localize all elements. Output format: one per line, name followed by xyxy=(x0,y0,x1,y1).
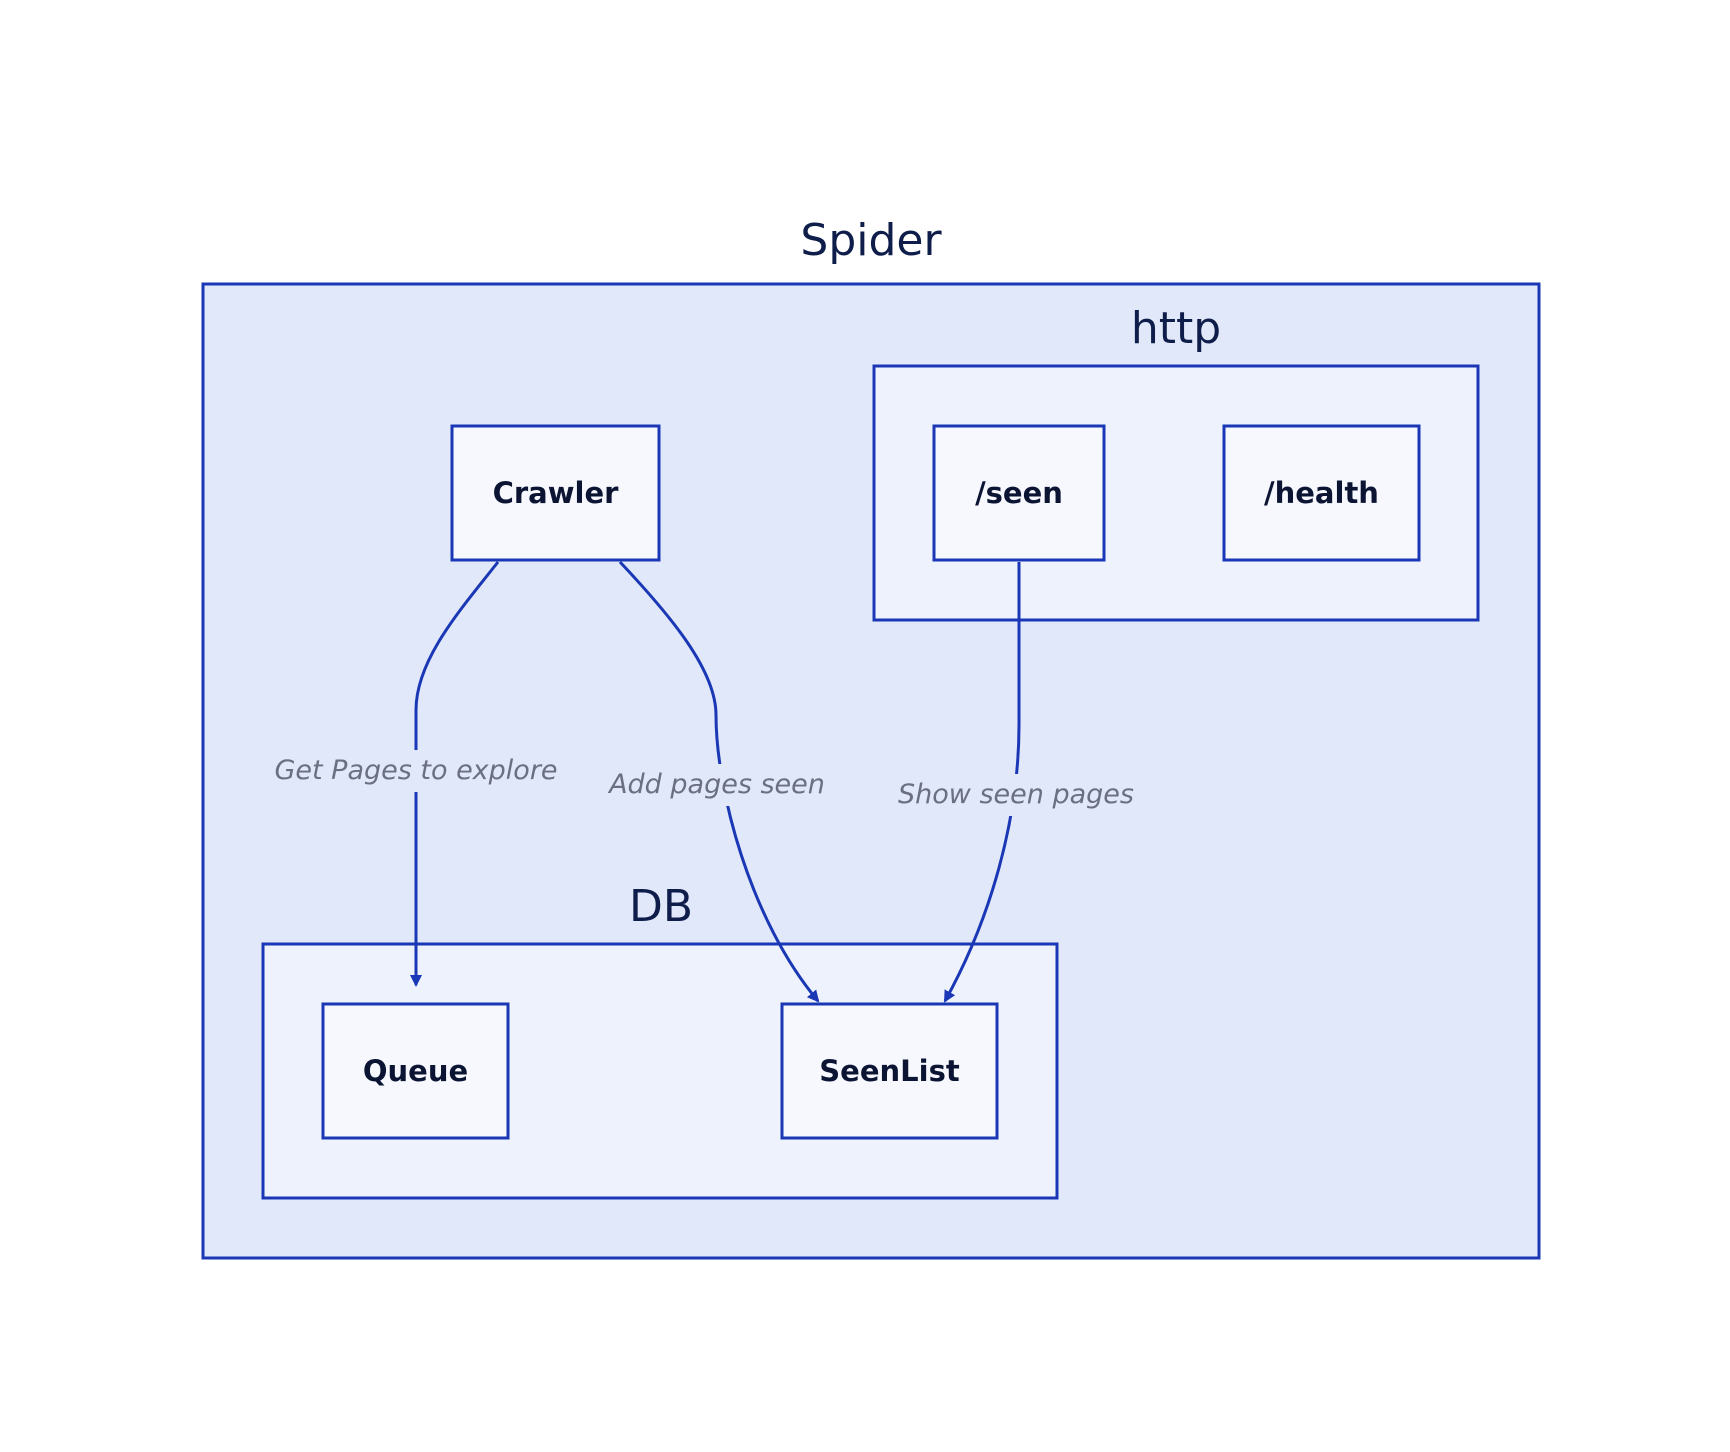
edge-label-get-pages-text: Get Pages to explore xyxy=(274,755,557,786)
node-seenlist[interactable]: SeenList xyxy=(780,1002,999,1140)
edge-seen-to-seenlist-line xyxy=(943,562,1021,1003)
edge-label-add-pages: Add pages seen xyxy=(607,764,825,806)
edge-label-show-seen: Show seen pages xyxy=(896,774,1138,816)
node-seen-label: /seen xyxy=(975,476,1063,510)
edge-label-show-seen-text: Show seen pages xyxy=(898,779,1134,810)
node-seen[interactable]: /seen xyxy=(932,424,1106,562)
group-http-title: http xyxy=(1131,303,1221,354)
node-health[interactable]: /health xyxy=(1222,424,1421,562)
node-seenlist-label: SeenList xyxy=(819,1054,960,1088)
edge-crawler-to-queue xyxy=(410,561,500,987)
node-queue-label: Queue xyxy=(363,1054,468,1088)
edge-label-add-pages-bg xyxy=(613,764,821,806)
node-seen-box[interactable] xyxy=(932,424,1106,562)
node-queue-box[interactable] xyxy=(321,1002,510,1140)
edge-label-show-seen-bg xyxy=(896,774,1138,816)
edge-crawler-to-seenlist xyxy=(618,560,820,1003)
group-db-title: DB xyxy=(629,881,693,932)
edge-label-get-pages: Get Pages to explore xyxy=(274,750,558,792)
node-crawler-label: Crawler xyxy=(493,476,620,510)
edge-label-add-pages-text: Add pages seen xyxy=(607,769,825,800)
group-spider-title: Spider xyxy=(800,215,942,266)
edge-seen-to-seenlist xyxy=(943,562,1021,1003)
node-crawler[interactable]: Crawler xyxy=(450,424,661,562)
node-health-box[interactable] xyxy=(1222,424,1421,562)
edge-crawler-to-queue-line xyxy=(410,561,500,987)
edge-crawler-to-seenlist-line xyxy=(618,560,820,1003)
node-crawler-box[interactable] xyxy=(450,424,661,562)
edge-label-get-pages-bg xyxy=(278,750,554,792)
node-seenlist-box[interactable] xyxy=(780,1002,999,1140)
node-queue[interactable]: Queue xyxy=(321,1002,510,1140)
node-health-label: /health xyxy=(1264,476,1379,510)
